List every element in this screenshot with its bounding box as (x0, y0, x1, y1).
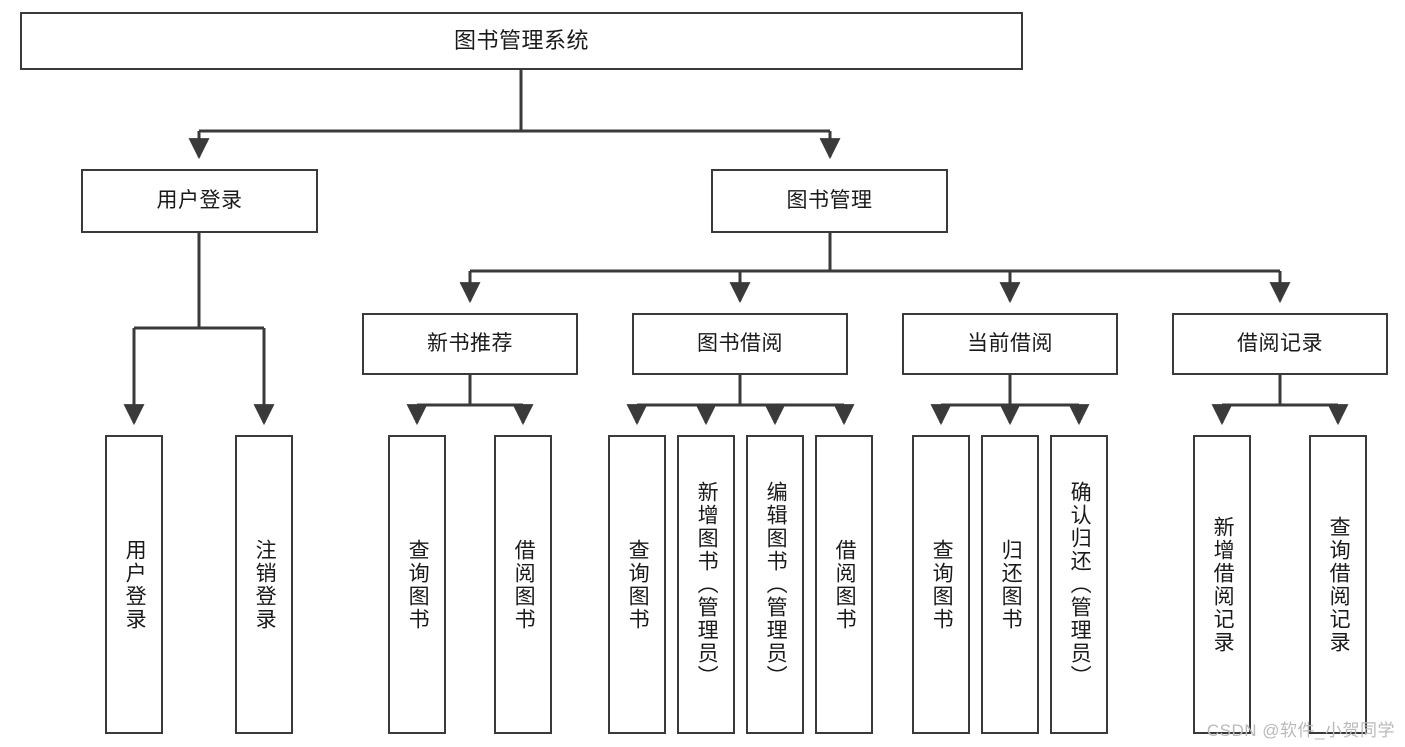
leaf-record-query-record[interactable]: 查询借阅记录 (1309, 435, 1367, 734)
node-root-system[interactable]: 图书管理系统 (20, 12, 1023, 70)
leaf-current-confirm-return[interactable]: 确认归还（管理员） (1050, 435, 1108, 734)
node-label: 图书管理系统 (453, 27, 589, 53)
node-label: 查询图书 (626, 538, 650, 631)
leaf-borrow-add-book[interactable]: 新增图书（管理员） (677, 435, 735, 734)
node-label: 新增借阅记录 (1211, 515, 1235, 654)
leaf-user-login[interactable]: 用户登录 (105, 435, 163, 734)
node-label: 新增图书（管理员） (695, 481, 719, 688)
node-label: 借阅记录 (1237, 332, 1323, 356)
watermark-text: CSDN @软件_小贺同学 (1206, 721, 1395, 740)
leaf-borrow-query-book[interactable]: 查询图书 (608, 435, 666, 734)
node-borrow-record[interactable]: 借阅记录 (1172, 313, 1388, 375)
leaf-borrow-borrow-book[interactable]: 借阅图书 (815, 435, 873, 734)
node-label: 新书推荐 (427, 332, 513, 356)
node-current-borrow[interactable]: 当前借阅 (902, 313, 1118, 375)
node-label: 查询图书 (930, 538, 954, 631)
node-label: 用户登录 (123, 538, 147, 631)
leaf-current-return-book[interactable]: 归还图书 (981, 435, 1039, 734)
node-label: 确认归还（管理员） (1068, 481, 1092, 688)
node-user-login[interactable]: 用户登录 (81, 169, 318, 233)
node-label: 归还图书 (999, 538, 1023, 631)
node-book-borrow[interactable]: 图书借阅 (632, 313, 848, 375)
leaf-borrow-edit-book[interactable]: 编辑图书（管理员） (746, 435, 804, 734)
node-new-book-recommend[interactable]: 新书推荐 (362, 313, 578, 375)
leaf-recommend-borrow-book[interactable]: 借阅图书 (494, 435, 552, 734)
node-label: 图书借阅 (697, 332, 783, 356)
node-label: 注销登录 (253, 538, 277, 631)
node-label: 借阅图书 (512, 538, 536, 631)
leaf-recommend-query-book[interactable]: 查询图书 (388, 435, 446, 734)
node-label: 用户登录 (156, 189, 243, 213)
node-label: 图书管理 (786, 189, 873, 213)
node-book-management[interactable]: 图书管理 (711, 169, 948, 233)
leaf-current-query-book[interactable]: 查询图书 (912, 435, 970, 734)
node-label: 查询图书 (406, 538, 430, 631)
node-label: 编辑图书（管理员） (764, 481, 788, 688)
leaf-record-add-record[interactable]: 新增借阅记录 (1193, 435, 1251, 734)
node-label: 查询借阅记录 (1327, 515, 1351, 654)
node-label: 借阅图书 (833, 538, 857, 631)
node-label: 当前借阅 (967, 332, 1053, 356)
leaf-user-logout[interactable]: 注销登录 (235, 435, 293, 734)
